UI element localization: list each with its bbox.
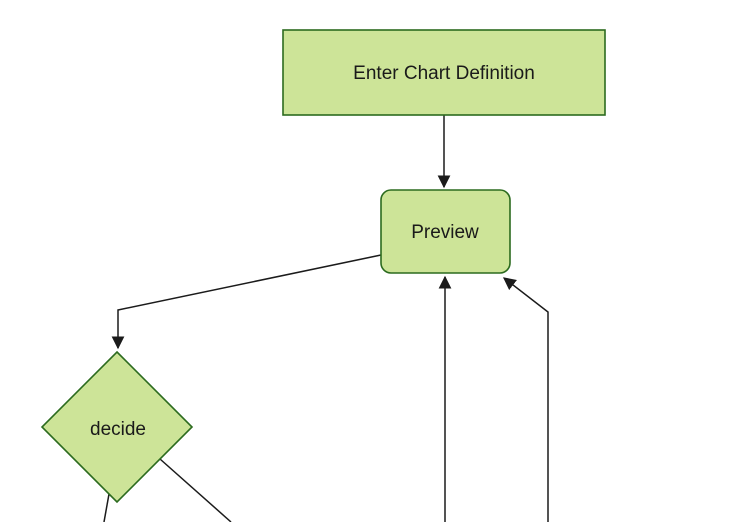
enter-chart-definition-label: Enter Chart Definition [353, 63, 535, 84]
edge-offscreen-right-to-preview [502, 277, 549, 522]
enter-chart-definition-rect [282, 29, 606, 116]
preview-rect [380, 189, 511, 274]
node-enter-chart-definition: Enter Chart Definition [282, 29, 606, 116]
node-decide: decide [40, 350, 194, 504]
preview-label: Preview [411, 222, 479, 243]
decide-diamond [40, 350, 194, 504]
edge-preview-to-decide [111, 254, 382, 350]
edge-decide-to-offscreen-left [103, 493, 110, 522]
node-preview: Preview [380, 189, 511, 274]
decide-label: decide [90, 419, 146, 440]
edge-decide-to-offscreen-right [159, 458, 232, 522]
